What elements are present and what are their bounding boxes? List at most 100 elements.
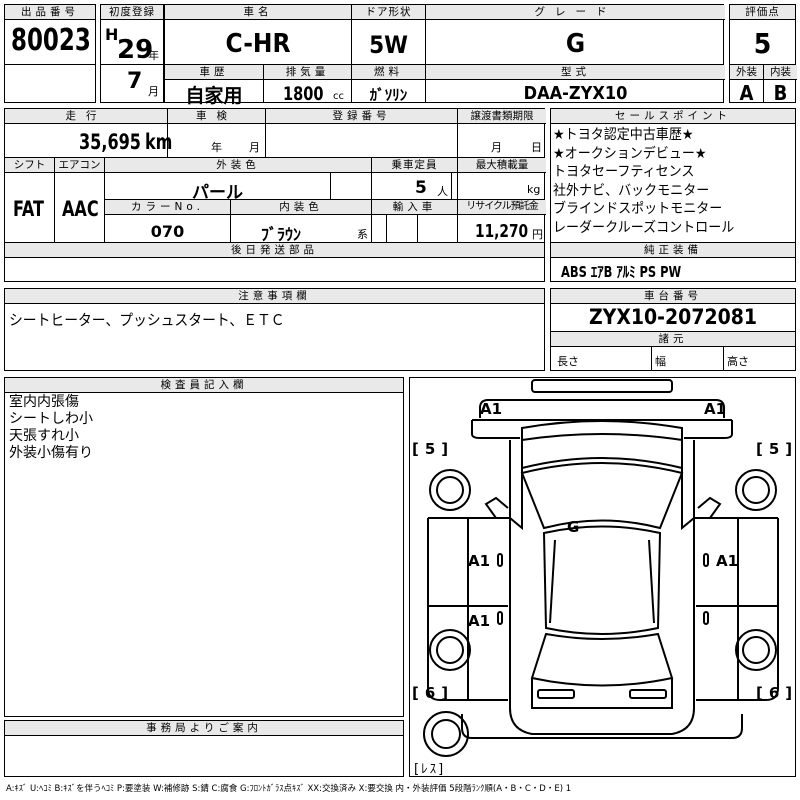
lot-number-box: 出品番号 80023: [4, 4, 96, 103]
glass-mark: G: [567, 518, 580, 536]
history: 自家用: [185, 85, 243, 107]
ac-label: エアコン: [55, 158, 104, 173]
first-registration-label: 初度登録: [101, 5, 163, 20]
door-label: ドア形状: [352, 5, 425, 20]
tire-rear-left-value: 6: [424, 684, 438, 702]
inspection-label: 車検: [168, 109, 265, 124]
car-info-box: 車名 ドア形状 グレード C-HR 5W G 車歴 排気量 燃料 型式 自家用 …: [164, 4, 725, 107]
registration-month: 7: [127, 69, 143, 94]
details-box: 走行 車検 登録番号 譲渡書類期限 35,695 km 年 月 月 日 シフト …: [4, 108, 546, 282]
capacity-unit: 人: [437, 185, 448, 198]
tire-rear-left: [6]: [412, 684, 451, 702]
notes-box: 注意事項欄 シートヒーター、プッシュスタート、ＥＴＣ: [4, 288, 545, 371]
sales-point-item: レーダークルーズコントロール: [553, 219, 735, 236]
color-number: 070: [150, 222, 185, 241]
model-code-label: 型式: [426, 65, 725, 80]
door-type: 5W: [369, 31, 408, 59]
damage-mark-front-right: A1: [704, 400, 727, 418]
office-label: 事務局よりご案内: [5, 721, 403, 736]
exterior-color: パール: [192, 183, 243, 203]
inspector-line: 外装小傷有り: [9, 445, 93, 461]
transfer-day-unit: 日: [531, 141, 542, 154]
era: H: [105, 25, 119, 44]
car-outline: [423, 379, 779, 757]
width-label: 幅: [655, 355, 666, 368]
interior-color: ﾌﾞﾗｳﾝ: [260, 225, 301, 244]
shift-label: シフト: [5, 158, 54, 173]
transfer-doc-label: 譲渡書類期限: [458, 109, 546, 124]
lot-number: 80023: [11, 23, 91, 58]
damage-mark-left-door: A1: [468, 552, 491, 570]
legend: A:ｷｽﾞ U:ﾍｺﾐ B:ｷｽﾞを伴うﾍｺﾐ P:要塗装 W:補修跡 S:錆 …: [6, 784, 572, 794]
inspector-notes: 室内内張傷 シートしわ小 天張すれ小 外装小傷有り: [9, 394, 93, 462]
grade-label: グレード: [426, 5, 725, 20]
damage-mark-front-left: A1: [480, 400, 503, 418]
spare-tire-label: [ﾚｽ]: [414, 762, 446, 777]
notes-text: シートヒーター、プッシュスタート、ＥＴＣ: [9, 311, 285, 329]
registration-year: 29: [117, 35, 154, 65]
sales-point-item: ★オークションデビュー★: [553, 145, 707, 162]
interior-color-unit: 系: [357, 228, 368, 241]
lot-number-label: 出品番号: [5, 5, 95, 20]
grade: G: [565, 29, 586, 59]
length-label: 長さ: [557, 355, 579, 368]
chassis-label: 車台番号: [551, 289, 795, 304]
tire-rear-right: [6]: [756, 684, 795, 702]
year-unit: 年: [148, 49, 159, 62]
model-code: DAA-ZYX10: [523, 83, 628, 104]
equipment-label: 純正装備: [551, 243, 795, 258]
max-load-unit: kg: [527, 183, 541, 196]
tire-front-right: [5]: [756, 440, 795, 458]
sales-point-item: ★トヨタ認定中古車歴★: [553, 127, 694, 143]
sales-point-box: セールスポイント ★トヨタ認定中古車歴★ ★オークションデビュー★ トヨタセーフ…: [550, 108, 796, 282]
score: 5: [753, 27, 772, 60]
inspector-line: シートしわ小: [9, 411, 93, 427]
exterior-color-label: 外装色: [105, 158, 371, 173]
score-label: 評価点: [730, 5, 795, 20]
equipment: ABS ｴｱB ｱﾙﾐ PS PW: [561, 263, 682, 281]
sales-point-item: 社外ナビ、バックモニター: [553, 182, 710, 199]
max-load-label: 最大積載量: [458, 158, 546, 173]
damage-mark-right-door: A1: [716, 552, 739, 570]
capacity-label: 乗車定員: [372, 158, 457, 173]
sales-point-list: ★トヨタ認定中古車歴★ ★オークションデビュー★ トヨタセーフティセンス 社外ナ…: [553, 126, 734, 237]
tire-front-right-value: 5: [768, 440, 782, 458]
inspector-line: 室内内張傷: [9, 394, 79, 410]
recycle-label: リサイクル預託金: [458, 200, 546, 215]
shift: FAT: [13, 197, 44, 221]
sales-point-item: ブラインドスポットモニター: [553, 201, 723, 217]
history-label: 車歴: [165, 65, 263, 80]
car-name-label: 車名: [165, 5, 351, 20]
office-box: 事務局よりご案内: [4, 720, 404, 777]
color-number-label: カラーNo.: [105, 200, 230, 215]
fuel: ｶﾞｿﾘﾝ: [369, 86, 408, 104]
registration-number-label: 登録番号: [266, 109, 457, 124]
inspector-label: 検査員記入欄: [5, 378, 403, 393]
tire-rear-right-value: 6: [768, 684, 782, 702]
first-registration-box: 初度登録 H 29 年 7 月: [100, 4, 164, 103]
damage-mark-left-rear-door: A1: [468, 612, 491, 630]
mileage-label: 走行: [5, 109, 167, 124]
car-diagram: A1 A1 A1 A1 A1 G [5] [5] [6] [6] [ﾚｽ]: [409, 377, 796, 777]
tire-front-left-value: 5: [424, 440, 438, 458]
recycle-unit: 円: [532, 228, 543, 241]
sales-point-item: トヨタセーフティセンス: [553, 164, 695, 180]
car-name: C-HR: [225, 29, 291, 59]
height-label: 高さ: [727, 355, 749, 368]
month-unit: 月: [148, 85, 159, 98]
displacement-unit: cc: [333, 91, 344, 102]
score-box: 評価点 5 外装 内装 A B: [729, 4, 797, 105]
recycle-deposit: 11,270: [475, 221, 529, 242]
exterior-grade: A: [739, 81, 754, 105]
capacity: 5: [415, 178, 427, 198]
displacement: 1800: [283, 83, 324, 105]
exterior-label: 外装: [730, 65, 763, 80]
chassis-number: ZYX10-2072081: [588, 305, 758, 329]
air-conditioner: AAC: [62, 197, 99, 221]
interior-label: 内装: [764, 65, 797, 80]
spare-tire-value: ﾚｽ: [421, 762, 439, 777]
transfer-month-unit: 月: [491, 141, 502, 154]
inspector-box: 検査員記入欄 室内内張傷 シートしわ小 天張すれ小 外装小傷有り: [4, 377, 404, 717]
mileage: 35,695: [79, 130, 141, 154]
